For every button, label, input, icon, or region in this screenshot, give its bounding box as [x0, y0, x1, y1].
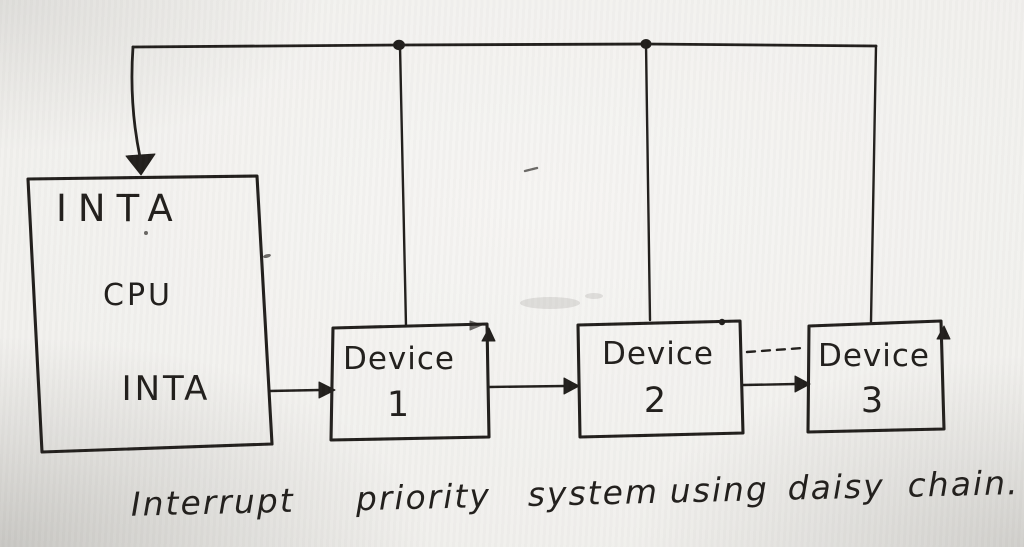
- bus-to-device-3-line: [869, 44, 878, 324]
- caption: Interrupt priority system using daisy ch…: [130, 463, 1020, 524]
- bus-to-cpu-line: [130, 45, 142, 159]
- device-3-box: [806, 319, 946, 434]
- device-3-up-arrowhead: [936, 325, 951, 340]
- ink-dash-right-of-cpu: [263, 253, 271, 259]
- arrowhead-device-1-to-device-2: [563, 377, 580, 395]
- pencil-smudge-2: [585, 293, 603, 299]
- cpu-label: CPU: [103, 278, 173, 313]
- arrow-device-2-to-device-3: [741, 382, 798, 387]
- bus-junction-dot-1: [393, 39, 405, 51]
- device-1-label: Device: [343, 341, 455, 377]
- caption-word-5: daisy: [787, 466, 885, 507]
- device-1-box: [329, 322, 491, 442]
- caption-word-6: chain.: [907, 463, 1020, 505]
- device-2-number: 2: [644, 381, 666, 421]
- caption-word-1: Interrupt: [130, 481, 295, 524]
- caption-word-4: using: [669, 469, 769, 510]
- ink-dot-device-2-top: [718, 318, 726, 326]
- caption-word-2: priority: [354, 476, 491, 518]
- device-1-number: 1: [387, 385, 409, 425]
- device-3-group: Device 3: [818, 338, 930, 421]
- dashed-link-device-2-to-3: [745, 346, 805, 354]
- arrowhead-device-2-to-device-3: [794, 375, 811, 393]
- bus-to-device-1-line: [398, 44, 408, 328]
- device-1-up-arrowhead: [481, 327, 496, 342]
- arrow-cpu-to-device-1: [267, 388, 322, 393]
- device-1-group: Device 1: [343, 341, 455, 425]
- ink-dash-mid: [523, 166, 539, 173]
- bus-to-device-2-line: [644, 42, 652, 322]
- device-2-box: [576, 319, 745, 439]
- pencil-smudge: [520, 297, 580, 309]
- cpu-down-arrowhead: [125, 153, 156, 176]
- device-3-label: Device: [818, 338, 930, 374]
- arrowhead-cpu-to-device-1: [318, 381, 336, 399]
- interrupt-bus-line: [131, 42, 878, 49]
- cpu-label-inta-bottom: INTA: [122, 369, 211, 409]
- device-3-number: 3: [861, 381, 883, 421]
- caption-word-3: system: [527, 472, 659, 514]
- arrow-device-1-to-device-2: [487, 384, 567, 389]
- cpu-box: [26, 174, 274, 454]
- device-2-label: Device: [602, 336, 714, 372]
- cpu-label-inta-top: INTA: [56, 187, 184, 230]
- device-1-top-hook: [469, 320, 483, 331]
- device-2-group: Device 2: [602, 336, 714, 421]
- ink-dot-below-inta: [144, 231, 148, 235]
